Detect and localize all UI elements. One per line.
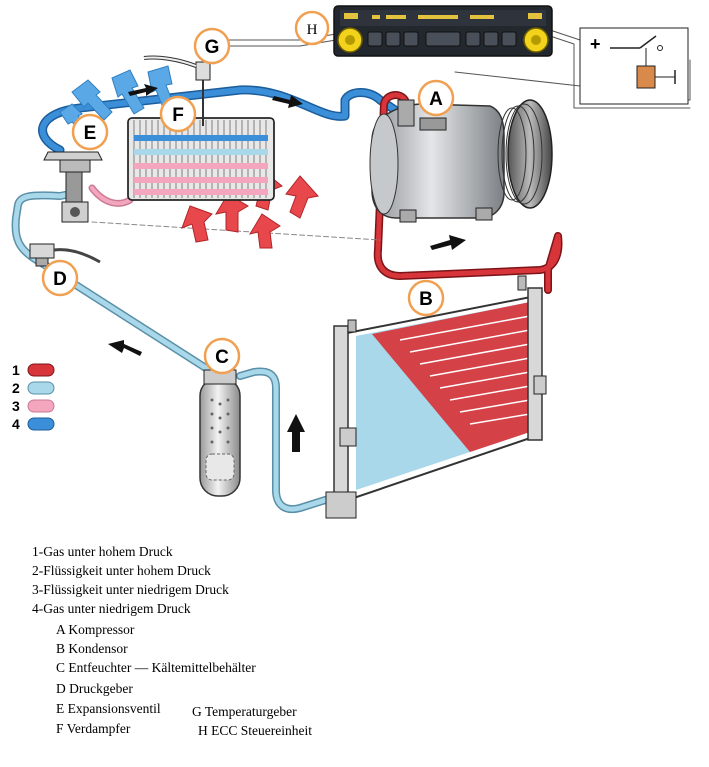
component-markers: A B C D E F G H	[41, 10, 455, 375]
condenser-fins	[399, 315, 531, 425]
legend-key-4: 4	[12, 416, 20, 432]
legend-item-liquid-high: 2-Flüssigkeit unter hohem Druck	[32, 563, 211, 578]
legend-item-liquid-low: 3-Flüssigkeit unter niedrigem Druck	[32, 582, 229, 597]
cold-air-arrow	[71, 79, 113, 121]
legend-component-e: E Expansionsventil	[56, 701, 161, 716]
warm-air-arrow	[285, 175, 319, 219]
ecc-control-panel	[333, 5, 553, 57]
warm-air-arrow	[248, 213, 281, 249]
legend-component-c: C Entfeuchter — Kältemittelbehälter	[56, 660, 256, 675]
panel-display-segments	[344, 13, 542, 19]
legend-key-1: 1	[12, 362, 20, 378]
evaporator-fins	[133, 120, 267, 198]
svg-text:A: A	[429, 89, 443, 110]
pipe-liquid-high-pressure	[11, 190, 342, 513]
marker-c: C	[203, 337, 241, 375]
condenser-gas-zone	[372, 302, 530, 452]
legend-key-3: 3	[12, 398, 20, 414]
legend-component-d: D Druckgeber	[56, 681, 133, 696]
marker-b: B	[407, 279, 445, 317]
pressure-sensor	[29, 243, 101, 267]
svg-text:D: D	[53, 269, 67, 290]
legend-swatch-liquid-high	[27, 381, 55, 395]
legend-component-h: H ECC Steuereinheit	[198, 723, 312, 738]
temperature-sensor	[143, 55, 211, 126]
svg-text:E: E	[84, 123, 97, 144]
legend-swatches: 1 2 3 4	[12, 362, 55, 432]
pipe-liquid-low-pressure	[88, 184, 134, 207]
marker-h: H	[294, 10, 330, 46]
legend-component-g: G Temperaturgeber	[192, 704, 297, 719]
svg-text:B: B	[419, 289, 433, 310]
drier-dots	[210, 398, 230, 444]
evaporator	[127, 117, 275, 201]
panel-buttons	[367, 31, 517, 47]
legend-swatch-liquid-low	[27, 399, 55, 413]
flow-arrows	[108, 84, 466, 452]
flow-arrow	[108, 340, 142, 356]
marker-d: D	[41, 259, 79, 297]
marker-g: G	[193, 27, 231, 65]
legend-component-f: F Verdampfer	[56, 721, 131, 736]
switch-box: +	[579, 27, 689, 105]
svg-text:F: F	[172, 105, 184, 126]
legend-item-gas-high: 1-Gas unter hohem Druck	[32, 544, 173, 559]
flow-arrow	[272, 95, 303, 108]
flow-arrow	[430, 235, 466, 250]
pulley-grooves	[497, 103, 543, 205]
flow-arrow	[128, 84, 158, 96]
svg-text:C: C	[215, 347, 229, 368]
marker-e: E	[71, 113, 109, 151]
legend-item-gas-low: 4-Gas unter niedrigem Druck	[32, 601, 191, 616]
legend-component-b: B Kondensor	[56, 641, 128, 656]
legend-swatch-gas-low	[27, 417, 55, 431]
pipe-gas-high-pressure	[373, 91, 563, 294]
marker-a: A	[417, 79, 455, 117]
relay-coil	[636, 65, 656, 89]
svg-text:G: G	[205, 37, 220, 58]
evaporator-tubes	[134, 135, 268, 195]
marker-f: F	[159, 95, 197, 133]
switch-plus-sign: +	[590, 34, 601, 54]
legend-swatch-gas-high	[27, 363, 55, 377]
warm-air-arrow	[214, 193, 249, 233]
expansion-valve	[43, 151, 103, 223]
flow-arrow	[287, 414, 305, 452]
warm-air-arrow	[181, 205, 213, 243]
condenser	[325, 275, 547, 519]
compressor	[369, 99, 553, 223]
svg-text:H: H	[307, 22, 318, 38]
receiver-drier	[199, 369, 241, 497]
legend-component-a: A Kompressor	[56, 622, 135, 637]
legend-key-2: 2	[12, 380, 20, 396]
